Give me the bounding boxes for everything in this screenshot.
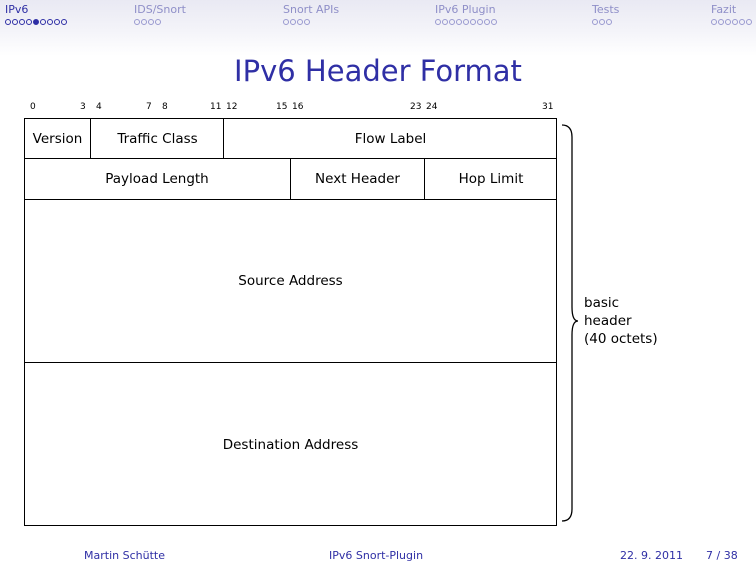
nav-section-ipv6-plugin[interactable]: IPv6 Plugin [435,3,497,25]
nav-frame-dot[interactable] [711,19,717,25]
nav-section-title[interactable]: Fazit [711,3,737,16]
nav-frame-dot[interactable] [732,19,738,25]
nav-frame-dot[interactable] [40,19,46,25]
field-hop-limit: Hop Limit [458,171,524,187]
nav-frame-dot[interactable] [47,19,53,25]
nav-frame-dot[interactable] [739,19,745,25]
navigation-bar: IPv6 IDS/Snort Snort APIs IPv6 Plugin Te… [0,0,756,56]
nav-frame-dot[interactable] [5,19,11,25]
bit-number-0: 0 [30,102,36,112]
nav-section-title[interactable]: IPv6 [5,3,29,16]
field-destination-address: Destination Address [222,436,359,453]
nav-section-title[interactable]: Snort APIs [283,3,340,16]
nav-frame-dot[interactable] [134,19,140,25]
nav-section-tests[interactable]: Tests [592,3,619,25]
nav-frame-dot[interactable] [141,19,147,25]
row-divider [24,362,557,363]
brace-label: basic header (40 octets) [584,294,674,348]
nav-section-title[interactable]: IPv6 Plugin [435,3,496,16]
ipv6-header-table [24,118,557,526]
brace-label-line: basic [584,295,620,311]
bit-number-24: 24 [426,102,438,112]
nav-dots [592,19,619,25]
nav-frame-dot[interactable] [484,19,490,25]
nav-dots [283,19,339,25]
nav-frame-dot[interactable] [297,19,303,25]
nav-frame-dot[interactable] [61,19,67,25]
field-next-header: Next Header [315,171,400,187]
nav-frame-dot[interactable] [12,19,18,25]
field-source-address: Source Address [238,273,343,289]
bit-number-16: 16 [292,102,304,112]
column-divider [290,158,291,200]
nav-frame-dot[interactable] [746,19,752,25]
brace-label-line: header [584,313,632,329]
bit-number-15: 15 [276,102,288,112]
bit-number-12: 12 [226,102,238,112]
nav-frame-dot[interactable] [456,19,462,25]
nav-section-fazit[interactable]: Fazit [711,3,752,25]
nav-dots [5,19,67,25]
nav-frame-dot[interactable] [33,19,39,25]
nav-frame-dot[interactable] [592,19,598,25]
nav-frame-dot[interactable] [155,19,161,25]
nav-frame-dot[interactable] [283,19,289,25]
field-version: Version [32,130,83,147]
footer-talk-title: IPv6 Snort-Plugin [329,549,424,562]
footer-page-number: 7 / 38 [706,549,738,562]
nav-frame-dot[interactable] [19,19,25,25]
nav-dots [134,19,186,25]
nav-frame-dot[interactable] [26,19,32,25]
column-divider [223,118,224,159]
right-brace [561,124,579,522]
nav-frame-dot[interactable] [599,19,605,25]
nav-dots [711,19,752,25]
nav-frame-dot[interactable] [463,19,469,25]
footer-date: 22. 9. 2011 [620,549,683,562]
bit-number-8: 8 [162,102,168,112]
nav-section-ids-snort[interactable]: IDS/Snort [134,3,186,25]
nav-frame-dot[interactable] [718,19,724,25]
bit-number-7: 7 [146,102,152,112]
nav-frame-dot[interactable] [491,19,497,25]
field-flow-label: Flow Label [354,130,427,147]
nav-section-snort-apis[interactable]: Snort APIs [283,3,339,25]
nav-frame-dot[interactable] [725,19,731,25]
nav-frame-dot[interactable] [606,19,612,25]
footer-author: Martin Schütte [84,549,165,562]
column-divider [90,118,91,159]
nav-frame-dot[interactable] [290,19,296,25]
nav-section-ipv6[interactable]: IPv6 [5,3,67,25]
nav-section-title[interactable]: IDS/Snort [134,3,186,16]
nav-frame-dot[interactable] [54,19,60,25]
field-traffic-class: Traffic Class [117,130,198,147]
brace-label-line: (40 octets) [584,331,658,347]
bit-number-3: 3 [80,102,86,112]
bit-number-23: 23 [410,102,422,112]
frame-title: IPv6 Header Format [234,54,522,88]
bit-number-4: 4 [96,102,102,112]
nav-dots [435,19,497,25]
nav-frame-dot[interactable] [470,19,476,25]
column-divider [424,158,425,200]
nav-frame-dot[interactable] [442,19,448,25]
nav-frame-dot[interactable] [449,19,455,25]
nav-frame-dot[interactable] [435,19,441,25]
nav-frame-dot[interactable] [304,19,310,25]
field-payload-length: Payload Length [105,171,209,187]
nav-section-title[interactable]: Tests [592,3,620,16]
nav-frame-dot[interactable] [477,19,483,25]
bit-number-31: 31 [542,102,554,112]
nav-frame-dot[interactable] [148,19,154,25]
bit-number-11: 11 [210,102,222,112]
